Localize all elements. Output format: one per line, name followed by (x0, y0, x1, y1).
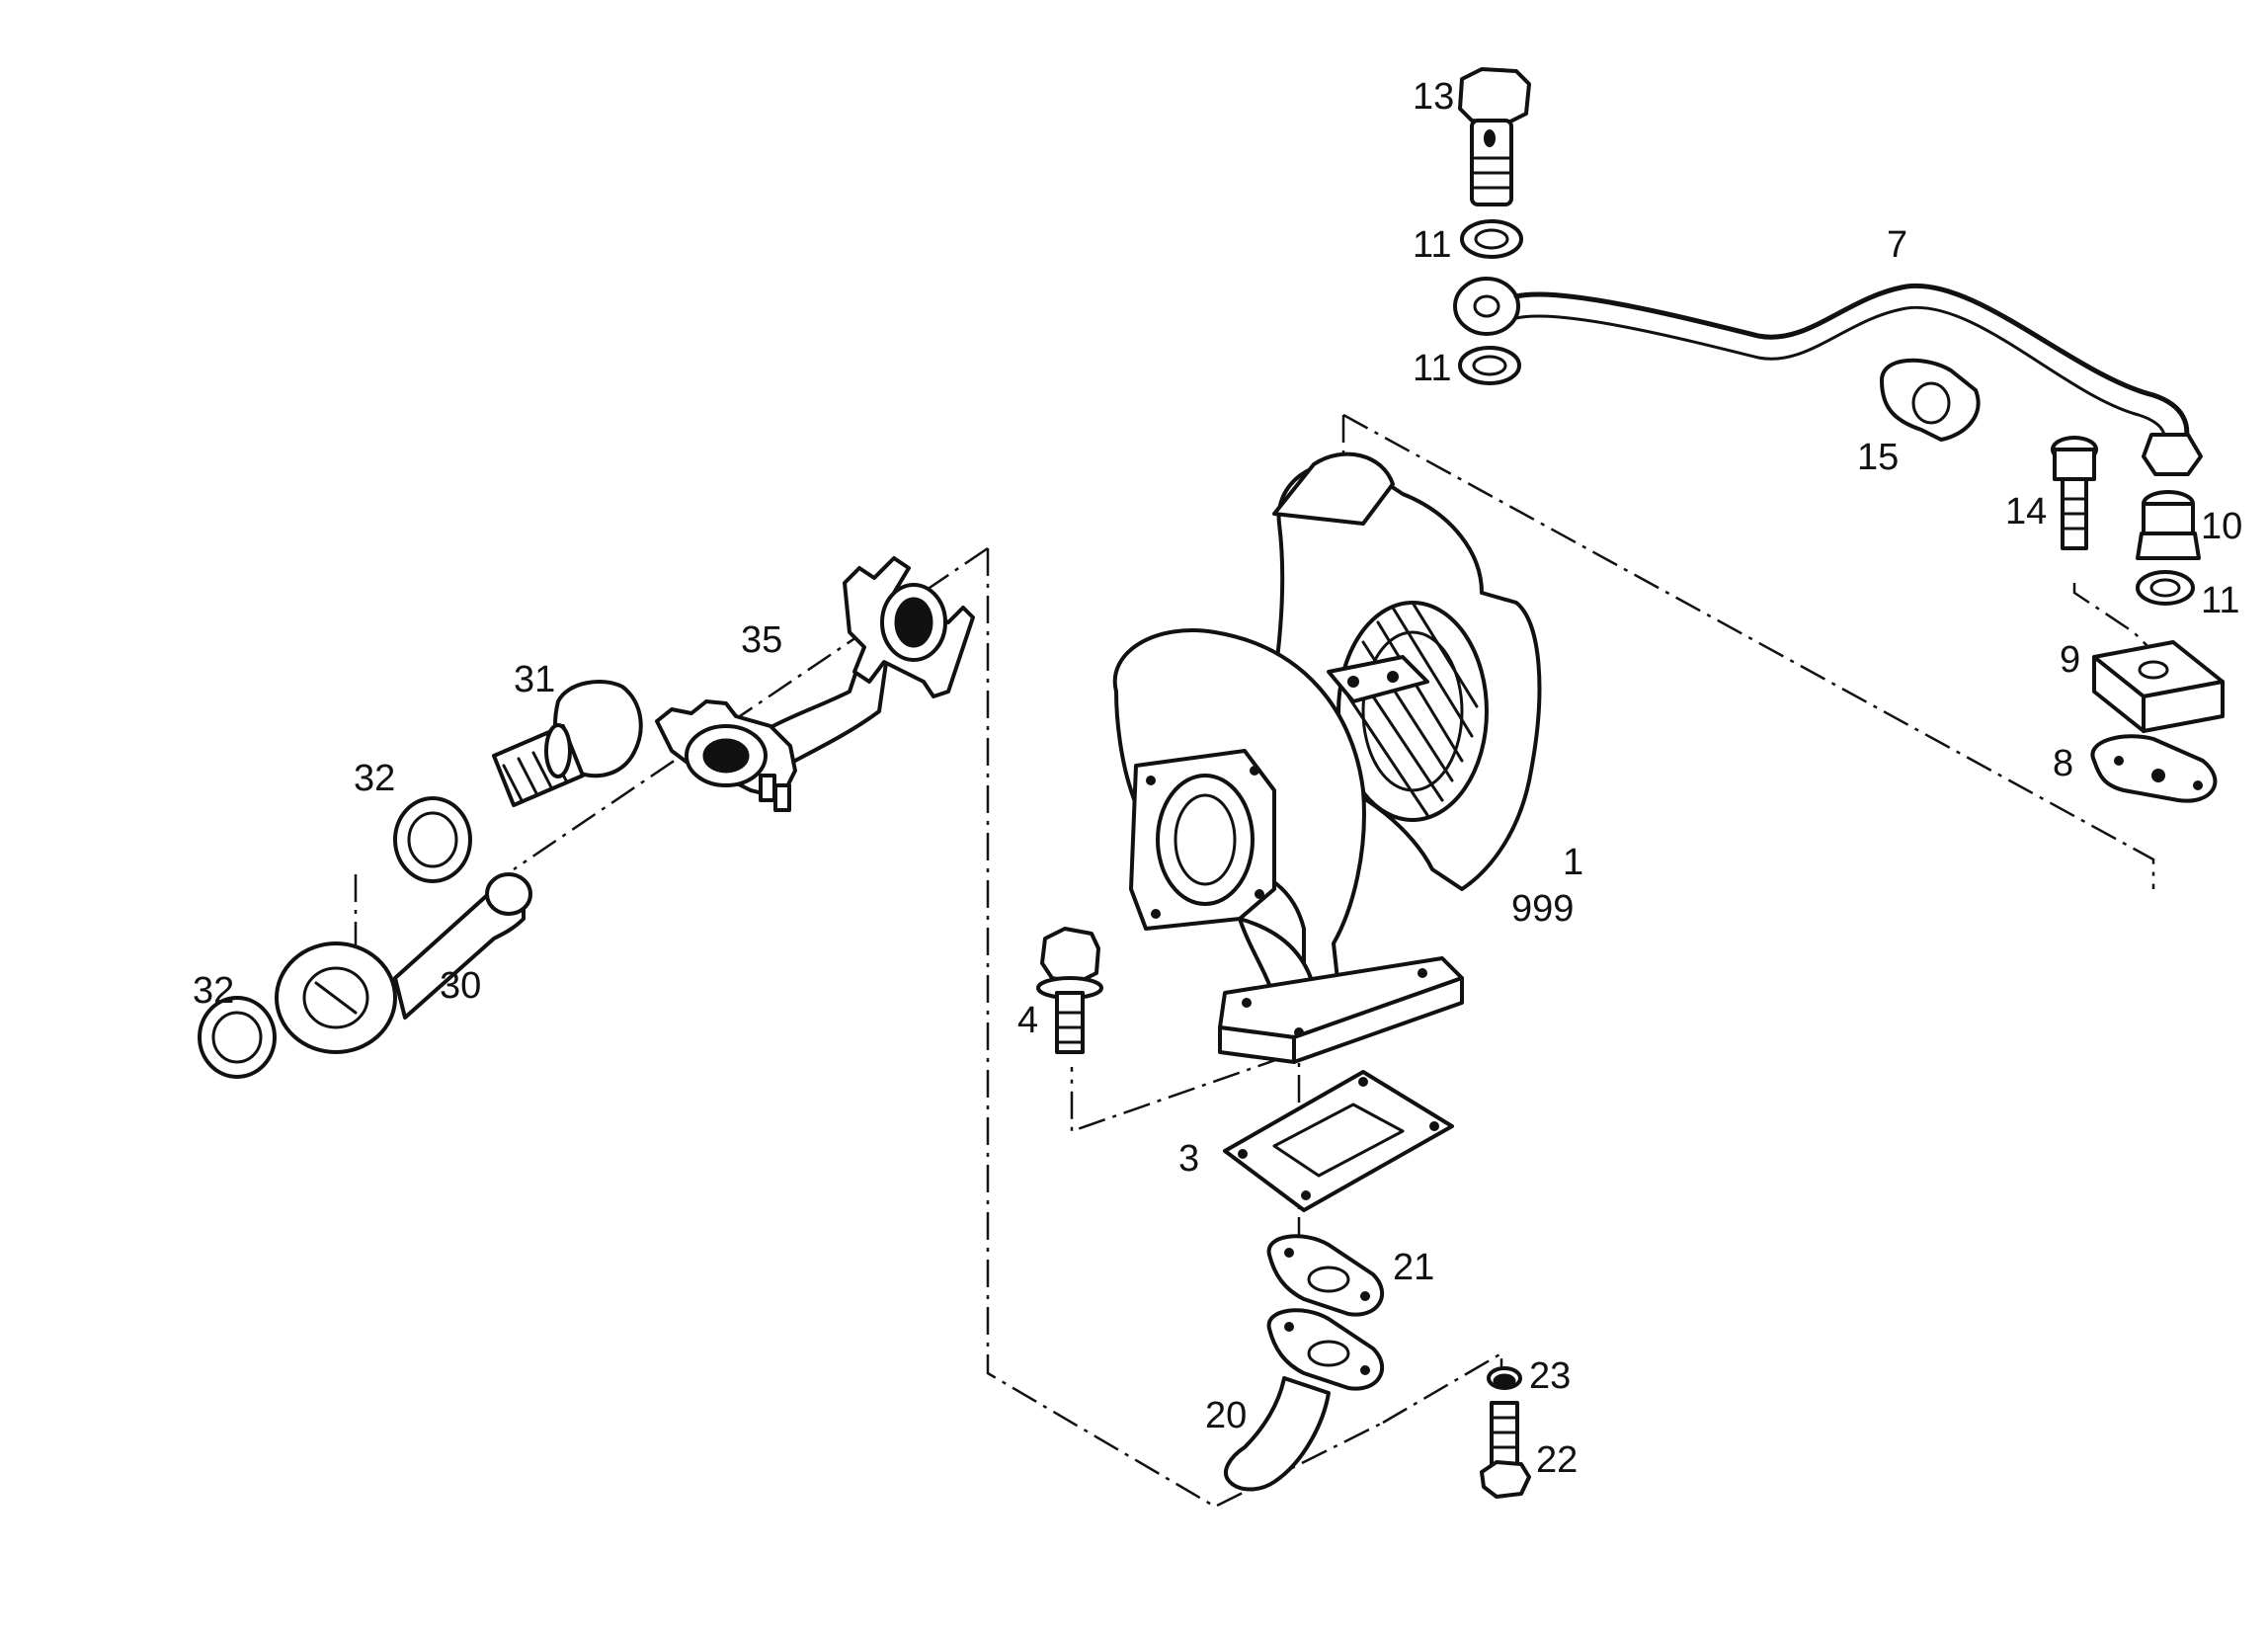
callout-11: 11 (1413, 224, 1451, 266)
callout-7: 7 (1887, 224, 1907, 266)
callout-8: 8 (2053, 743, 2073, 784)
callout-35: 35 (741, 619, 782, 661)
callout-32: 32 (193, 970, 234, 1012)
part-8-gasket (2090, 734, 2218, 803)
callout-1: 1 (1563, 842, 1583, 883)
callout-20: 20 (1205, 1395, 1247, 1436)
callout-31: 31 (514, 659, 555, 700)
part-22-bolt (1480, 1401, 1531, 1499)
part-11-washer-upper (1460, 219, 1523, 259)
part-21-gasket (1266, 1234, 1385, 1317)
callout-13: 13 (1413, 76, 1454, 118)
part-7-oil-pipe (1453, 277, 2203, 476)
part-32-washer-lower (198, 996, 277, 1079)
callout-22: 22 (1536, 1439, 1578, 1481)
part-15-pipe-clip (1880, 358, 1981, 442)
part-11-washer-right (2136, 570, 2195, 606)
part-4-bolt (1036, 927, 1103, 1054)
callout-9: 9 (2060, 639, 2080, 681)
part-11-washer-lower (1458, 346, 1521, 385)
callout-15: 15 (1857, 437, 1899, 478)
callout-11: 11 (2201, 580, 2239, 621)
part-9-flange-block (2092, 640, 2225, 733)
part-32-washer-upper (393, 796, 472, 883)
callout-30: 30 (440, 965, 481, 1007)
callout-23: 23 (1529, 1355, 1571, 1397)
part-20-drain-pipe (1224, 1308, 1385, 1492)
part-23-spring-washer (1487, 1366, 1522, 1390)
part-10-union-fitting (2136, 490, 2201, 560)
part-31-banjo-bolt (492, 680, 643, 807)
part-30-banjo-pipe (275, 872, 532, 1054)
part-14-screw (2051, 436, 2098, 550)
part-35-pipe-clamp (655, 556, 975, 812)
part-13-banjo-bolt (1458, 67, 1531, 206)
part-1-turbocharger (1112, 451, 1542, 1064)
callout-10: 10 (2201, 506, 2242, 547)
callout-3: 3 (1178, 1138, 1199, 1180)
callout-32: 32 (354, 758, 395, 799)
callout-labels: 13 11 11 7 15 14 10 11 9 8 1 999 35 31 3… (193, 76, 2242, 1481)
callout-21: 21 (1393, 1247, 1434, 1288)
callout-11: 11 (1413, 348, 1451, 389)
leader-lines (354, 413, 2155, 1509)
callout-14: 14 (2005, 491, 2047, 532)
callout-4: 4 (1017, 1000, 1038, 1041)
part-3-gasket (1223, 1070, 1454, 1212)
callout-999: 999 (1511, 888, 1574, 930)
